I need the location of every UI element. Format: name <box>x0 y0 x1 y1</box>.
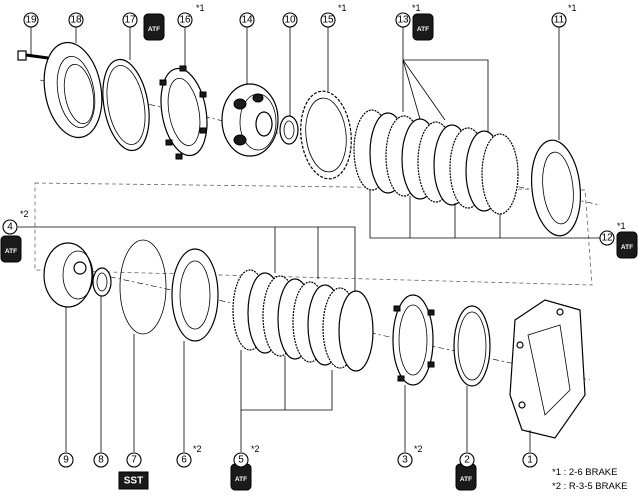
callout-5: 5 <box>233 452 249 468</box>
svg-text:11: 11 <box>554 15 565 26</box>
part-bolt <box>17 50 49 61</box>
part-retaining-plate-11 <box>531 139 581 237</box>
svg-text:17: 17 <box>124 15 136 26</box>
leader-lines <box>18 27 600 452</box>
callout-11: 11 <box>551 12 567 28</box>
callout-1: 1 <box>522 452 538 468</box>
svg-text:ATF: ATF <box>417 26 429 33</box>
svg-text:1: 1 <box>527 455 533 466</box>
svg-text:3: 3 <box>402 455 408 466</box>
svg-text:10: 10 <box>284 15 296 26</box>
atf-badge: ATF <box>230 463 252 491</box>
svg-text:ATF: ATF <box>5 248 17 255</box>
svg-text:19: 19 <box>25 15 37 26</box>
callout-7: 7 <box>126 452 142 468</box>
part-piston <box>453 305 491 387</box>
callout-15: 15 <box>320 12 336 28</box>
part-return-spring <box>159 65 208 160</box>
svg-text:ATF: ATF <box>235 476 247 483</box>
callout-18: 18 <box>68 12 84 28</box>
star-marker-1: *1 <box>196 3 205 13</box>
star-marker-1: *1 <box>617 221 626 231</box>
svg-text:14: 14 <box>241 15 253 26</box>
svg-text:4: 4 <box>7 222 13 233</box>
svg-text:12: 12 <box>601 233 613 244</box>
svg-text:15: 15 <box>322 15 334 26</box>
svg-text:ATF: ATF <box>621 244 633 251</box>
part-brake-pack-r-3-5 <box>232 269 374 372</box>
star-marker-1: *1 <box>338 3 347 13</box>
callout-13: 13 <box>395 12 411 28</box>
star-marker-2: *2 <box>414 444 423 454</box>
part-drum <box>43 242 94 308</box>
svg-text:8: 8 <box>98 455 104 466</box>
part-return-spring-3 <box>392 294 435 386</box>
svg-text:13: 13 <box>397 15 409 26</box>
atf-badge: ATF <box>143 13 165 41</box>
callout-19: 19 <box>23 12 39 28</box>
part-retaining-plate-15 <box>300 90 352 180</box>
part-retaining-plate-6 <box>171 248 219 342</box>
part-case-cover <box>509 299 586 439</box>
legend-line-2: *2 : R-3-5 BRAKE <box>552 481 628 492</box>
atf-badge: ATF <box>616 231 638 259</box>
svg-text:ATF: ATF <box>460 476 472 483</box>
callout-2: 2 <box>459 452 475 468</box>
atf-badge: ATF <box>412 13 434 41</box>
svg-text:SST: SST <box>124 476 143 487</box>
svg-text:7: 7 <box>131 455 137 466</box>
legend-line-1: *1 : 2-6 BRAKE <box>552 467 617 478</box>
star-marker-2: *2 <box>20 209 29 219</box>
callout-9: 9 <box>58 452 74 468</box>
part-brake-pack-2-6 <box>353 109 519 215</box>
star-marker-1: *1 <box>412 3 421 13</box>
legend: *1 : 2-6 BRAKE *2 : R-3-5 BRAKE <box>552 467 628 492</box>
part-planetary-carrier <box>221 83 279 157</box>
svg-text:16: 16 <box>179 15 191 26</box>
star-marker-1: *1 <box>568 3 577 13</box>
callout-8: 8 <box>93 452 109 468</box>
callout-3: 3 <box>397 452 413 468</box>
callout-17: 17 <box>122 12 138 28</box>
svg-text:ATF: ATF <box>148 26 160 33</box>
svg-text:6: 6 <box>181 455 187 466</box>
callout-12: 12 <box>599 230 615 246</box>
callout-6: 6 <box>176 452 192 468</box>
svg-text:9: 9 <box>63 455 69 466</box>
svg-text:5: 5 <box>238 455 244 466</box>
part-snap-ring-7 <box>119 239 167 335</box>
svg-text:2: 2 <box>464 455 470 466</box>
callout-14: 14 <box>239 12 255 28</box>
svg-text:18: 18 <box>70 15 82 26</box>
star-marker-2: *2 <box>251 444 260 454</box>
atf-badge: ATF <box>0 235 22 263</box>
sst-badge: SST <box>118 471 149 490</box>
part-snap-ring-8 <box>92 267 112 297</box>
callout-10: 10 <box>282 12 298 28</box>
part-housing <box>43 41 103 139</box>
callout-16: 16 <box>177 12 193 28</box>
star-marker-2: *2 <box>193 444 202 454</box>
part-snap-ring-10 <box>279 115 299 145</box>
callout-4: 4 <box>2 219 18 235</box>
atf-badge: ATF <box>455 463 477 491</box>
part-seal-ring <box>102 58 150 152</box>
